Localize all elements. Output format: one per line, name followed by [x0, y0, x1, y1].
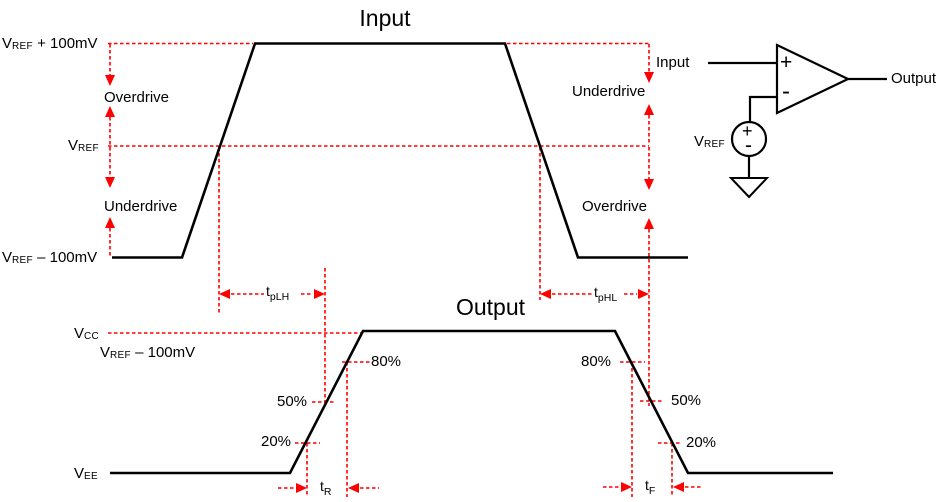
arrow-down-overdrive-right [644, 179, 654, 190]
label-text: V [2, 249, 13, 266]
tr-arrow-right [348, 483, 359, 493]
label-sub: pLH [269, 291, 290, 303]
tplh-arrow-left [219, 289, 230, 299]
tf-arrow-left [621, 482, 632, 492]
label-text: t [266, 283, 270, 299]
label-text: t [645, 477, 649, 493]
arrow-down-underdrive-left [105, 177, 115, 188]
arrow-up-overdrive-right [644, 218, 654, 229]
label-sub: REF [78, 143, 99, 154]
label-text: V [74, 325, 85, 342]
tr-label: tR [320, 479, 331, 498]
opamp-plus-sign: + [780, 51, 793, 74]
underdrive-left-label: Underdrive [104, 198, 178, 215]
fall-50-label: 50% [671, 392, 702, 409]
label-text: V [694, 133, 705, 150]
output-title: Output [455, 294, 526, 320]
arrow-up-underdrive-left [105, 217, 115, 228]
vref-label: VREF [68, 138, 99, 155]
tphl-arrow-right [638, 289, 649, 299]
label-sub: CC [84, 331, 100, 342]
rise-80-label: 80% [371, 353, 402, 370]
vref-minus-100mv-label: VREF – 100mV [2, 250, 97, 267]
rise-50-label: 50% [277, 393, 308, 410]
tphl-label: tpHL [594, 285, 617, 304]
output-waveform [110, 329, 833, 475]
label-sub: REF [704, 139, 725, 150]
arrow-down-underdrive-right [644, 72, 654, 83]
source-plus-sign: + [742, 121, 753, 141]
label-text: t [320, 478, 324, 494]
tf-arrow-right [673, 482, 684, 492]
rise-20-label: 20% [261, 433, 292, 450]
label-text: V [68, 137, 79, 154]
arrow-up-underdrive-right [644, 104, 654, 115]
input-title: Input [359, 5, 411, 31]
vcc-label: VCC [74, 326, 99, 343]
overdrive-left-label: Overdrive [104, 89, 170, 106]
label-sub: REF [12, 41, 33, 52]
tr-arrow-left [296, 483, 307, 493]
underdrive-right-label: Underdrive [572, 83, 646, 100]
vref-plus-100mv-label: VREF + 100mV [2, 36, 98, 53]
overdrive-right-label: Overdrive [582, 198, 648, 215]
waveforms [110, 42, 833, 475]
label-sub: REF [110, 350, 131, 361]
tphl-arrow-left [540, 289, 551, 299]
arrow-up-overdrive-left [105, 106, 115, 117]
label-text: V [100, 344, 111, 361]
schematic-vref-label: VREF [694, 134, 725, 151]
red-dashed-guides [108, 42, 703, 497]
label-sub: F [648, 485, 656, 497]
source-minus-sign: - [745, 134, 752, 157]
schematic-input-label: Input [656, 54, 690, 71]
input-waveform [112, 42, 688, 259]
opamp-triangle [775, 43, 851, 115]
label-text: V [2, 35, 13, 52]
label-sub: R [323, 486, 332, 498]
label-sub: pHL [597, 292, 618, 304]
ground-symbol-icon [728, 177, 770, 199]
tplh-label: tpLH [266, 284, 289, 303]
opamp-minus-sign: - [782, 78, 790, 105]
fall-20-label: 20% [686, 434, 717, 451]
output-vref-minus-label: VREF – 100mV [100, 345, 195, 362]
fall-80-label: 80% [581, 353, 612, 370]
comparator-schematic [708, 43, 887, 199]
label-text: + 100mV [32, 35, 98, 52]
red-arrowheads [105, 72, 684, 493]
tplh-arrow-right [314, 289, 325, 299]
label-text: t [594, 284, 598, 300]
schematic-output-label: Output [891, 70, 937, 87]
tf-label: tF [645, 478, 655, 497]
label-sub: EE [84, 471, 98, 482]
label-sub: REF [12, 255, 33, 266]
arrow-down-overdrive-left [105, 75, 115, 86]
label-text: – 100mV [32, 249, 98, 266]
inverting-input-wire [748, 95, 777, 121]
vee-label: VEE [74, 466, 98, 483]
label-text: – 100mV [130, 344, 196, 361]
label-text: V [74, 465, 85, 482]
